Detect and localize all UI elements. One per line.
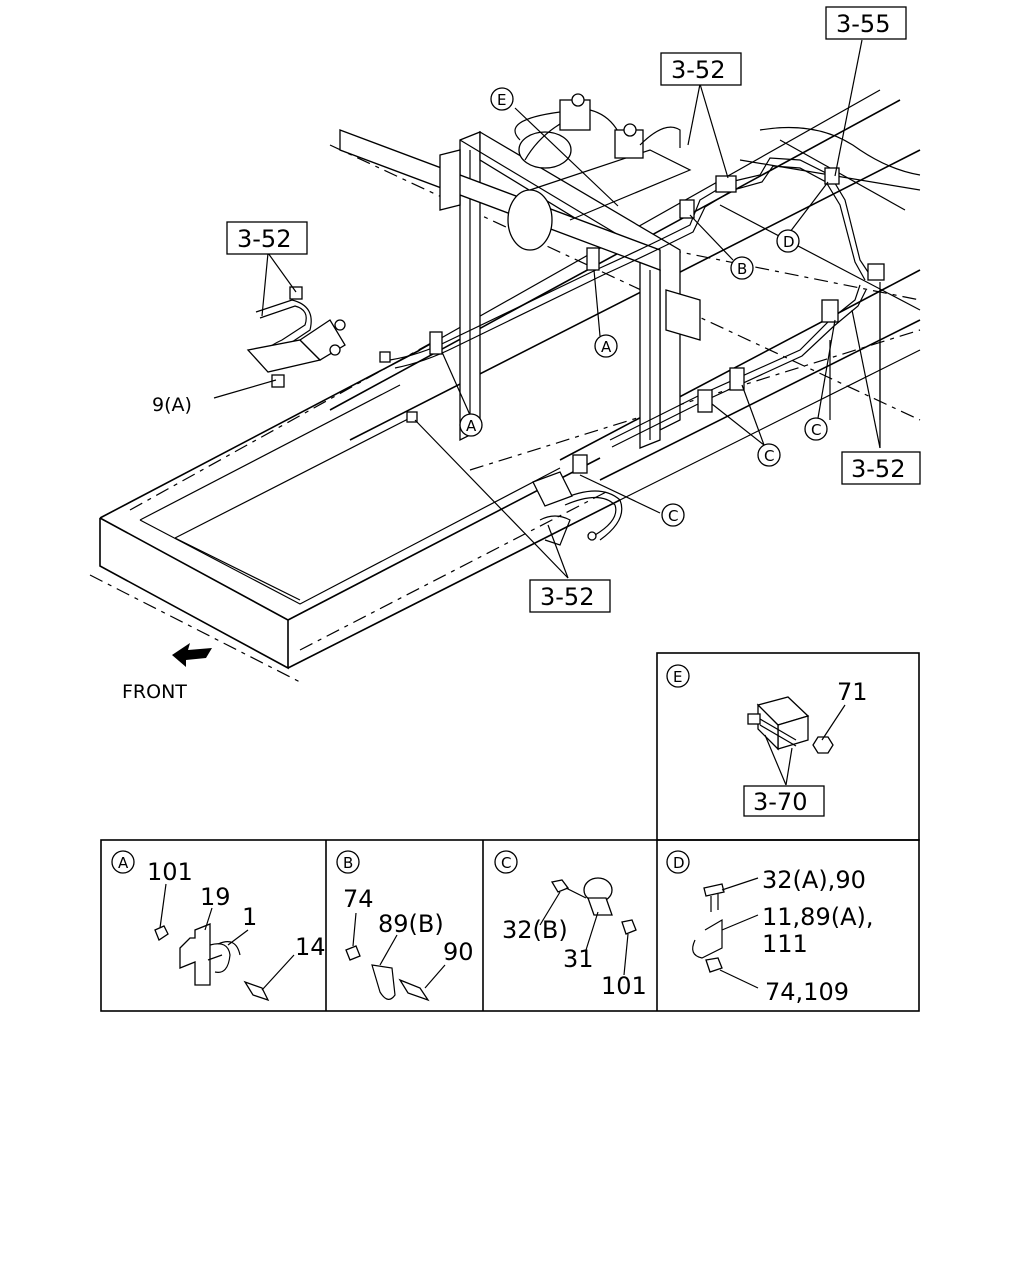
svg-text:74: 74	[343, 885, 374, 913]
left-valve-assembly	[246, 286, 418, 423]
svg-text:1: 1	[242, 903, 257, 931]
detail-b: B 74 89(B) 90	[336, 850, 474, 1002]
detail-c: C 32(B) 31 101	[494, 850, 647, 1000]
callout-d: D	[776, 229, 800, 253]
svg-text:101: 101	[147, 858, 193, 886]
svg-text:19: 19	[200, 883, 231, 911]
callout-b: B	[730, 256, 754, 280]
callout-c-1: C	[804, 417, 828, 441]
svg-text:C: C	[811, 421, 821, 439]
ref-box-right: 3-52	[841, 451, 921, 485]
svg-text:B: B	[737, 260, 747, 278]
ref-box-top-center: 3-52	[660, 52, 742, 86]
ref-box-left: 3-52	[226, 221, 308, 255]
svg-text:3-52: 3-52	[237, 225, 291, 253]
svg-text:3-55: 3-55	[836, 10, 890, 38]
callout-9a: 9(A)	[152, 394, 192, 416]
leader-lines	[213, 39, 881, 579]
ref-box-top-right: 3-55	[825, 6, 907, 40]
pipe-clips	[429, 167, 885, 413]
chassis-frame	[89, 89, 921, 683]
callout-c-2: C	[757, 443, 781, 467]
svg-text:A: A	[118, 854, 129, 872]
svg-text:32(B): 32(B)	[502, 916, 568, 944]
bottom-valve-assembly	[532, 454, 597, 541]
svg-text:D: D	[783, 233, 795, 251]
svg-text:C: C	[501, 854, 511, 872]
callout-c-3: C	[661, 503, 685, 527]
svg-text:3-52: 3-52	[671, 56, 725, 84]
svg-text:74,109: 74,109	[765, 978, 849, 1006]
detail-e: E 71 3-70	[666, 664, 868, 817]
svg-text:111: 111	[762, 930, 808, 958]
svg-text:89(B): 89(B)	[378, 910, 444, 938]
detail-d: D 32(A),90 11,89(A), 111 74,109	[666, 850, 873, 1006]
callout-a-2: A	[459, 413, 483, 437]
detail-boxes-frame	[100, 652, 920, 1012]
front-arrow-icon	[172, 643, 212, 667]
callout-a-1: A	[594, 334, 618, 358]
svg-text:32(A),90: 32(A),90	[762, 866, 866, 894]
svg-text:D: D	[673, 854, 685, 872]
svg-text:C: C	[668, 507, 678, 525]
svg-text:31: 31	[563, 945, 594, 973]
svg-text:71: 71	[837, 678, 868, 706]
svg-text:3-52: 3-52	[540, 583, 594, 611]
callout-e: E	[490, 87, 514, 111]
svg-text:14: 14	[295, 933, 326, 961]
svg-text:E: E	[673, 668, 682, 686]
svg-text:3-70: 3-70	[753, 788, 807, 816]
brake-pipes	[255, 157, 871, 546]
front-label: FRONT	[122, 681, 187, 703]
ref-box-bottom: 3-52	[529, 579, 611, 613]
svg-text:A: A	[466, 417, 477, 435]
svg-text:11,89(A),: 11,89(A),	[762, 903, 873, 931]
svg-text:B: B	[343, 854, 353, 872]
svg-text:A: A	[601, 338, 612, 356]
svg-text:3-52: 3-52	[851, 455, 905, 483]
svg-text:E: E	[497, 91, 506, 109]
svg-text:C: C	[764, 447, 774, 465]
detail-a: A 101 19 1 14	[111, 850, 326, 1002]
svg-text:101: 101	[601, 972, 647, 1000]
svg-text:90: 90	[443, 938, 474, 966]
